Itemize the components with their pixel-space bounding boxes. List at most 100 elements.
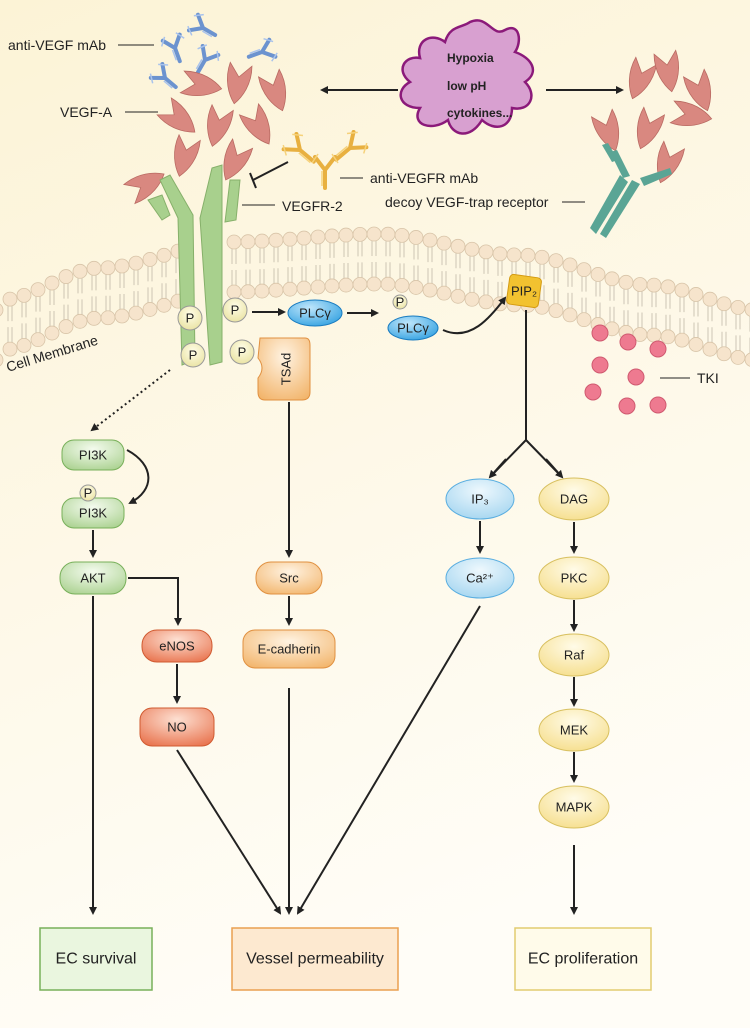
lipid-head xyxy=(44,325,60,341)
lipid-tail xyxy=(581,275,587,314)
lipid-head xyxy=(100,260,116,276)
outcome-ec-survival: EC survival xyxy=(39,927,153,991)
lipid-tail xyxy=(329,241,335,280)
tki-molecule xyxy=(627,368,645,386)
stimulus-low-ph: low pH xyxy=(447,79,486,93)
lipid-tail xyxy=(665,292,671,331)
lipid-tail xyxy=(455,252,461,291)
lipid-head xyxy=(114,258,130,274)
lipid-head xyxy=(548,303,564,319)
lipid-head xyxy=(366,276,382,292)
phospho-site: P xyxy=(229,339,255,365)
lipid-tail xyxy=(567,270,573,309)
lipid-tail xyxy=(147,265,153,304)
lipid-head xyxy=(716,296,732,312)
lipid-tail xyxy=(315,242,321,281)
lipid-head xyxy=(548,253,564,269)
plcg-node: PLCγ xyxy=(287,299,343,327)
lipid-head xyxy=(100,310,116,326)
lipid-head xyxy=(688,337,704,352)
lipid-tail xyxy=(7,305,13,344)
lipid-head xyxy=(240,284,256,300)
svg-text:PIP₂: PIP₂ xyxy=(511,284,537,299)
src-node: Src xyxy=(255,561,323,595)
lipid-head xyxy=(576,262,592,278)
svg-text:PI3K: PI3K xyxy=(79,448,108,463)
lipid-head xyxy=(702,341,718,357)
lipid-head xyxy=(702,291,718,307)
lipid-head xyxy=(324,228,340,244)
lipid-tail xyxy=(679,296,685,335)
svg-text:PLCγ: PLCγ xyxy=(397,321,429,336)
mek-node: MEK xyxy=(538,708,610,752)
lipid-head xyxy=(674,282,690,298)
lipid-head xyxy=(310,229,326,245)
lipid-tail xyxy=(105,273,111,312)
raf-node: Raf xyxy=(538,633,610,677)
svg-text:EC proliferation: EC proliferation xyxy=(528,951,638,968)
arrow-to-dag xyxy=(545,458,564,479)
lipid-head xyxy=(660,329,676,345)
lipid-head xyxy=(744,352,750,367)
lipid-head xyxy=(464,241,480,257)
anti-vegfr-mab-label: anti-VEGFR mAb xyxy=(370,170,478,186)
lipid-tail xyxy=(273,246,279,285)
lipid-tail xyxy=(413,243,419,282)
lipid-head xyxy=(562,307,578,323)
arrow-pi3k-phospho xyxy=(126,449,150,504)
lipid-tail xyxy=(469,255,475,294)
lipid-head xyxy=(310,279,326,295)
svg-text:PLCγ: PLCγ xyxy=(299,306,331,321)
svg-text:PI3K: PI3K xyxy=(79,506,108,521)
lipid-tail xyxy=(245,247,251,286)
lipid-head xyxy=(534,249,550,265)
lipid-head xyxy=(646,277,662,293)
lipid-head xyxy=(0,303,4,317)
lipid-head xyxy=(16,287,32,303)
lipid-head xyxy=(436,285,452,301)
svg-text:P: P xyxy=(238,345,247,360)
lipid-head xyxy=(58,319,74,334)
svg-text:TSAd: TSAd xyxy=(279,353,294,386)
svg-text:IP₃: IP₃ xyxy=(471,492,489,507)
lipid-tail xyxy=(133,269,139,308)
lipid-head xyxy=(352,226,368,242)
tki-molecule xyxy=(618,397,636,415)
lipid-head xyxy=(268,282,284,298)
lipid-head xyxy=(282,281,298,297)
lipid-tail xyxy=(735,313,741,352)
lipid-head xyxy=(2,291,18,307)
lipid-head xyxy=(72,263,88,279)
lipid-tail xyxy=(721,309,727,348)
arrow-to-ip3 xyxy=(488,458,507,479)
lipid-tail xyxy=(595,280,601,319)
lipid-tail xyxy=(651,291,657,330)
tki-molecule xyxy=(649,396,667,414)
lipid-head xyxy=(408,230,424,245)
lipid-head xyxy=(478,244,494,260)
akt-node: AKT xyxy=(59,561,127,595)
lipid-head xyxy=(730,349,746,365)
no-node: NO xyxy=(139,707,215,747)
tki-molecule xyxy=(591,324,609,342)
decoy-vegf-trap-receptor xyxy=(590,143,672,238)
vegf-a-label: VEGF-A xyxy=(60,104,113,120)
lipid-tail xyxy=(707,305,713,344)
lipid-head xyxy=(30,282,46,298)
lipid-head xyxy=(296,280,312,296)
lipid-head xyxy=(646,327,662,343)
cell-membrane xyxy=(0,226,750,367)
lipid-head xyxy=(86,310,102,326)
lipid-head xyxy=(422,232,438,248)
pi3k-node: PI3K xyxy=(61,439,125,471)
svg-text:P: P xyxy=(186,311,195,326)
lipid-head xyxy=(72,313,88,329)
lipid-tail xyxy=(357,240,363,279)
calcium-node: Ca²⁺ xyxy=(445,557,515,599)
lipid-head xyxy=(254,233,270,249)
lipid-head xyxy=(422,282,438,298)
lipid-head xyxy=(450,238,466,254)
lipid-head xyxy=(338,227,354,243)
svg-text:P: P xyxy=(189,348,198,363)
inhibition-line xyxy=(249,161,289,189)
